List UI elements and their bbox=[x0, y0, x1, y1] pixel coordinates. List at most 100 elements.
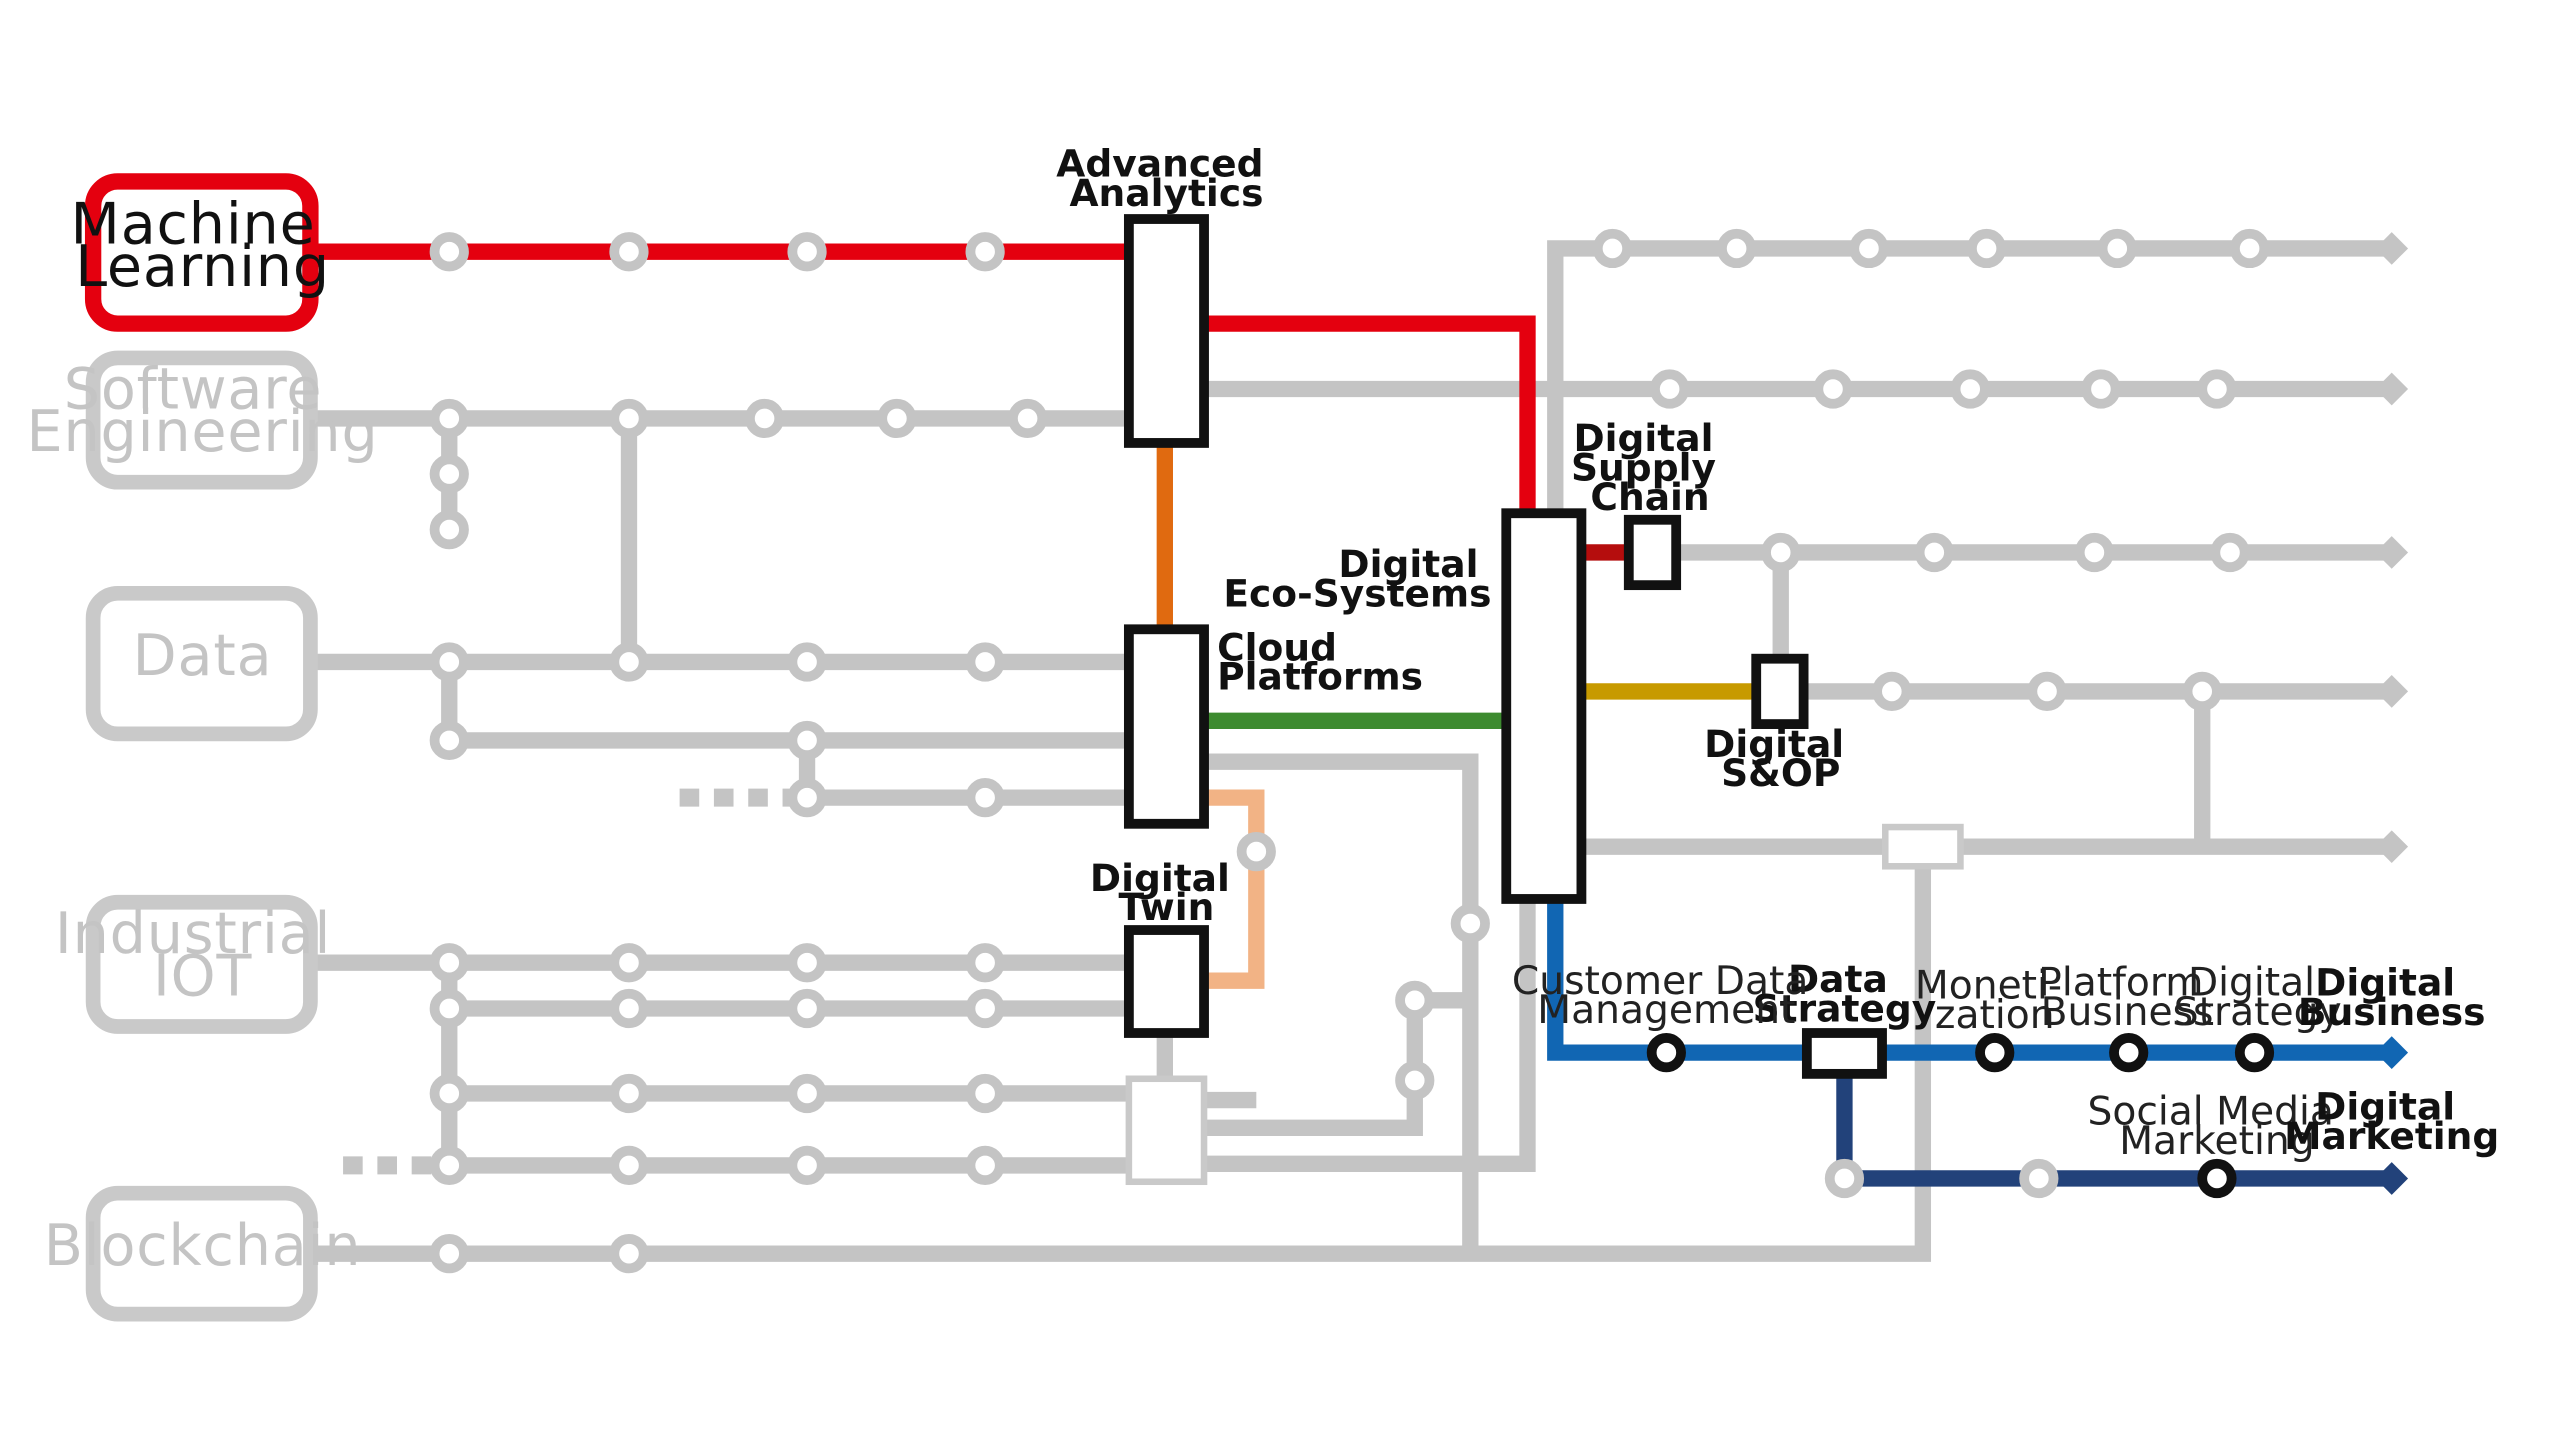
label-line: Industrial bbox=[55, 901, 331, 967]
cloud-to-blockchain-line bbox=[1202, 753, 1479, 1254]
source-box-blockchain[interactable] bbox=[85, 1185, 318, 1322]
station-digital-strategy[interactable] bbox=[2234, 1033, 2275, 1073]
station[interactable] bbox=[787, 988, 827, 1029]
source-box-software-engineering[interactable] bbox=[85, 350, 318, 490]
iot-hub-out-3 bbox=[1202, 898, 1536, 1172]
station[interactable] bbox=[2197, 369, 2237, 409]
customer-data-management-label: Customer Data Management bbox=[1512, 959, 1821, 1033]
station[interactable] bbox=[2097, 228, 2137, 269]
label-line: Moneti- bbox=[1915, 964, 2062, 1009]
station[interactable] bbox=[787, 943, 827, 983]
digital-twin-hub[interactable] bbox=[1123, 925, 1209, 1038]
digital-business-terminus bbox=[2375, 1036, 2409, 1069]
label-line: Digital bbox=[1090, 856, 1230, 900]
station[interactable] bbox=[1849, 228, 1889, 269]
station[interactable] bbox=[787, 642, 827, 682]
station[interactable] bbox=[429, 232, 469, 272]
station[interactable] bbox=[429, 509, 469, 550]
station[interactable] bbox=[2074, 532, 2115, 573]
station[interactable] bbox=[1824, 1158, 1865, 1199]
station[interactable] bbox=[965, 1073, 1005, 1114]
station[interactable] bbox=[1914, 532, 1954, 573]
station[interactable] bbox=[1395, 980, 1435, 1020]
station[interactable] bbox=[1236, 831, 1276, 872]
source-box-data[interactable] bbox=[85, 585, 318, 742]
label-line: IOT bbox=[153, 943, 252, 1009]
station[interactable] bbox=[1592, 228, 1633, 269]
station[interactable] bbox=[1950, 369, 1990, 409]
station[interactable] bbox=[787, 232, 827, 272]
station-social-media-marketing[interactable] bbox=[2197, 1158, 2237, 1199]
source-box-industrial-iot[interactable] bbox=[85, 894, 318, 1034]
station[interactable] bbox=[2027, 671, 2067, 712]
station[interactable] bbox=[965, 988, 1005, 1029]
station-customer-data-management[interactable] bbox=[1646, 1033, 1686, 1073]
ecosystems-bottom-hub[interactable] bbox=[1882, 823, 1964, 870]
station[interactable] bbox=[965, 943, 1005, 983]
station[interactable] bbox=[1450, 903, 1490, 944]
station[interactable] bbox=[2229, 228, 2270, 269]
station[interactable] bbox=[429, 1145, 469, 1186]
station[interactable] bbox=[787, 1073, 827, 1114]
station[interactable] bbox=[2019, 1158, 2059, 1199]
station[interactable] bbox=[609, 988, 649, 1029]
station[interactable] bbox=[744, 398, 785, 439]
analytics-to-ecosystems-line bbox=[1202, 315, 1536, 515]
terminus-diamonds bbox=[2375, 232, 2409, 1195]
advanced-analytics-hub[interactable] bbox=[1123, 214, 1209, 448]
station[interactable] bbox=[429, 988, 469, 1029]
monetization-label: Moneti- zation bbox=[1915, 964, 2075, 1038]
station[interactable] bbox=[1650, 369, 1690, 409]
platform-business-label: Platform Business bbox=[2038, 960, 2216, 1034]
station[interactable] bbox=[609, 642, 649, 682]
station[interactable] bbox=[429, 720, 469, 761]
digital-supply-chain-hub[interactable] bbox=[1623, 514, 1682, 591]
station[interactable] bbox=[965, 232, 1005, 272]
digital-sop-hub[interactable] bbox=[1751, 653, 1809, 729]
station[interactable] bbox=[1813, 369, 1853, 409]
station[interactable] bbox=[609, 1073, 649, 1114]
source-box-machine-learning[interactable] bbox=[84, 173, 319, 332]
digital-eco-systems-hub[interactable] bbox=[1501, 508, 1587, 904]
label-line: Digital bbox=[2188, 960, 2315, 1005]
station[interactable] bbox=[787, 1145, 827, 1186]
digital-business-label: Digital Business bbox=[2298, 960, 2486, 1033]
station[interactable] bbox=[1761, 532, 1801, 573]
station[interactable] bbox=[429, 1073, 469, 1114]
station-monetization[interactable] bbox=[1975, 1033, 2015, 1073]
digital-sop-label: Digital S&OP bbox=[1704, 722, 1857, 795]
station[interactable] bbox=[965, 1145, 1005, 1186]
station[interactable] bbox=[787, 778, 827, 818]
station[interactable] bbox=[877, 398, 917, 439]
station[interactable] bbox=[2210, 532, 2250, 573]
station[interactable] bbox=[609, 232, 649, 272]
terminus-diamond bbox=[2375, 830, 2409, 864]
station[interactable] bbox=[1872, 671, 1912, 712]
station[interactable] bbox=[1966, 228, 2007, 269]
station[interactable] bbox=[965, 778, 1005, 818]
station[interactable] bbox=[429, 398, 469, 439]
label-line: S&OP bbox=[1721, 751, 1840, 795]
station[interactable] bbox=[609, 943, 649, 983]
station[interactable] bbox=[429, 943, 469, 983]
gray-stations bbox=[429, 228, 2270, 1274]
data-strategy-hub[interactable] bbox=[1801, 1028, 1887, 1079]
station[interactable] bbox=[609, 1234, 649, 1274]
station[interactable] bbox=[609, 1145, 649, 1186]
station[interactable] bbox=[429, 1234, 469, 1274]
station[interactable] bbox=[609, 398, 649, 439]
station[interactable] bbox=[429, 454, 469, 494]
station[interactable] bbox=[1717, 228, 1757, 269]
source-boxes: Machine Learning Software Engineering Da… bbox=[27, 173, 378, 1322]
station[interactable] bbox=[429, 642, 469, 682]
cloud-platforms-hub[interactable] bbox=[1123, 624, 1209, 829]
station[interactable] bbox=[1395, 1060, 1435, 1101]
station[interactable] bbox=[1007, 398, 1048, 439]
station[interactable] bbox=[965, 642, 1005, 682]
station[interactable] bbox=[2182, 671, 2222, 712]
station[interactable] bbox=[787, 720, 827, 761]
station[interactable] bbox=[2081, 369, 2121, 409]
station-platform-business[interactable] bbox=[2109, 1033, 2149, 1073]
iot-hub[interactable] bbox=[1125, 1075, 1208, 1186]
